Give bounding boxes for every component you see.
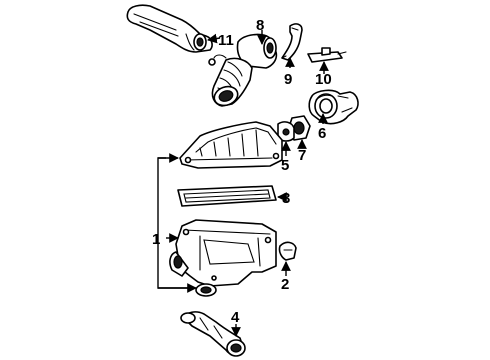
intake-duct-part-11: [126, 4, 213, 53]
air-cleaner-cover: [179, 121, 283, 169]
callout-7: 7: [298, 147, 306, 164]
callout-8: 8: [256, 17, 264, 34]
callout-6: 6: [318, 125, 326, 142]
callout-11: 11: [218, 32, 234, 49]
hose-part-9: [281, 23, 303, 61]
callout-5: 5: [281, 157, 289, 174]
air-cleaner-housing: [169, 219, 277, 287]
leader-lines: [157, 30, 329, 337]
callout-3: 3: [282, 190, 290, 207]
grommet: [195, 283, 217, 297]
air-flow-boot-part-8: [208, 33, 278, 107]
callout-2: 2: [281, 276, 289, 293]
callout-1: 1: [152, 231, 160, 248]
air-filter-part-3: [177, 185, 277, 207]
outlet-duct-part-4: [180, 311, 246, 357]
callout-10: 10: [315, 71, 332, 88]
callout-9: 9: [284, 71, 292, 88]
callout-4: 4: [231, 309, 240, 326]
clip-part-2: [278, 241, 297, 261]
throttle-body-part-6: [308, 89, 359, 125]
sensor-part-10: [307, 47, 347, 63]
